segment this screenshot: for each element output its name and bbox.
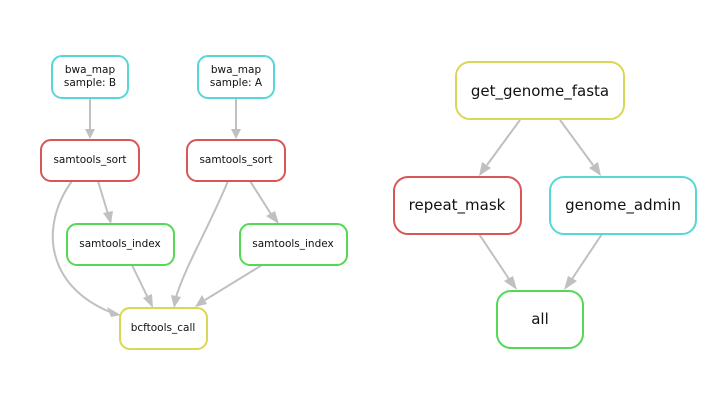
node-sublabel: sample: B <box>64 77 116 89</box>
node-box <box>40 139 140 182</box>
node-box <box>455 61 625 120</box>
arrowhead <box>107 307 121 317</box>
node-label: all <box>531 310 549 328</box>
node-label: samtools_sort <box>53 154 126 166</box>
edge-get-genome-fasta-to-repeat-mask <box>486 119 521 166</box>
node-all[interactable]: all <box>496 290 584 349</box>
arrowhead <box>266 211 279 224</box>
node-label: genome_admin <box>565 196 681 215</box>
node-box <box>186 139 286 182</box>
node-box <box>393 176 522 235</box>
arrowhead <box>103 211 113 224</box>
edge-samtools-index-a-to-bcftools-call <box>204 264 263 301</box>
edge-samtools-sort-b-to-samtools-index-b <box>97 180 109 215</box>
right-dag-edges <box>478 119 603 290</box>
arrowhead <box>504 276 517 290</box>
node-label: bwa_map <box>211 64 262 76</box>
edge-repeat-mask-to-all <box>478 233 510 280</box>
node-label: repeat_mask <box>409 196 506 215</box>
node-repeat-mask[interactable]: repeat_mask <box>393 176 522 235</box>
left-dag-edges <box>51 98 279 317</box>
node-samtools-sort-a[interactable]: samtools_sort <box>186 139 286 182</box>
arrowhead <box>479 162 491 176</box>
node-box <box>549 176 697 235</box>
node-genome-admin[interactable]: genome_admin <box>549 176 697 235</box>
edge-samtools-sort-b-to-bcftools-call <box>51 180 111 313</box>
arrowhead <box>589 162 601 176</box>
arrowhead <box>195 295 207 307</box>
node-box <box>496 290 584 349</box>
node-label: bcftools_call <box>131 322 196 334</box>
edge-samtools-sort-a-to-bcftools-call <box>175 180 229 298</box>
node-box <box>51 55 129 99</box>
edge-genome-admin-to-all <box>571 233 603 280</box>
node-bwa-map-sample-a[interactable]: bwa_map sample: A <box>197 55 275 99</box>
edge-samtools-sort-a-to-samtools-index-a <box>249 180 272 215</box>
node-bcftools-call[interactable]: bcftools_call <box>119 307 208 350</box>
arrowhead <box>85 129 95 139</box>
node-samtools-index-b[interactable]: samtools_index <box>66 223 175 266</box>
node-box <box>197 55 275 99</box>
node-label: samtools_index <box>79 238 160 250</box>
node-bwa-map-sample-b[interactable]: bwa_map sample: B <box>51 55 129 99</box>
node-samtools-sort-b[interactable]: samtools_sort <box>40 139 140 182</box>
arrowhead <box>231 129 241 139</box>
node-label: samtools_sort <box>199 154 272 166</box>
node-label: get_genome_fasta <box>471 82 609 101</box>
node-get-genome-fasta[interactable]: get_genome_fasta <box>455 61 625 120</box>
arrowhead <box>143 294 153 308</box>
node-box <box>66 223 175 266</box>
node-label: samtools_index <box>252 238 333 250</box>
arrowhead <box>171 295 181 308</box>
edge-get-genome-fasta-to-genome-admin <box>559 119 594 166</box>
node-label: bwa_map <box>65 64 116 76</box>
node-sublabel: sample: A <box>210 77 263 89</box>
arrowhead <box>564 276 577 290</box>
node-samtools-index-a[interactable]: samtools_index <box>239 223 348 266</box>
node-box <box>119 307 208 350</box>
node-box <box>239 223 348 266</box>
edge-samtools-index-b-to-bcftools-call <box>131 264 149 299</box>
